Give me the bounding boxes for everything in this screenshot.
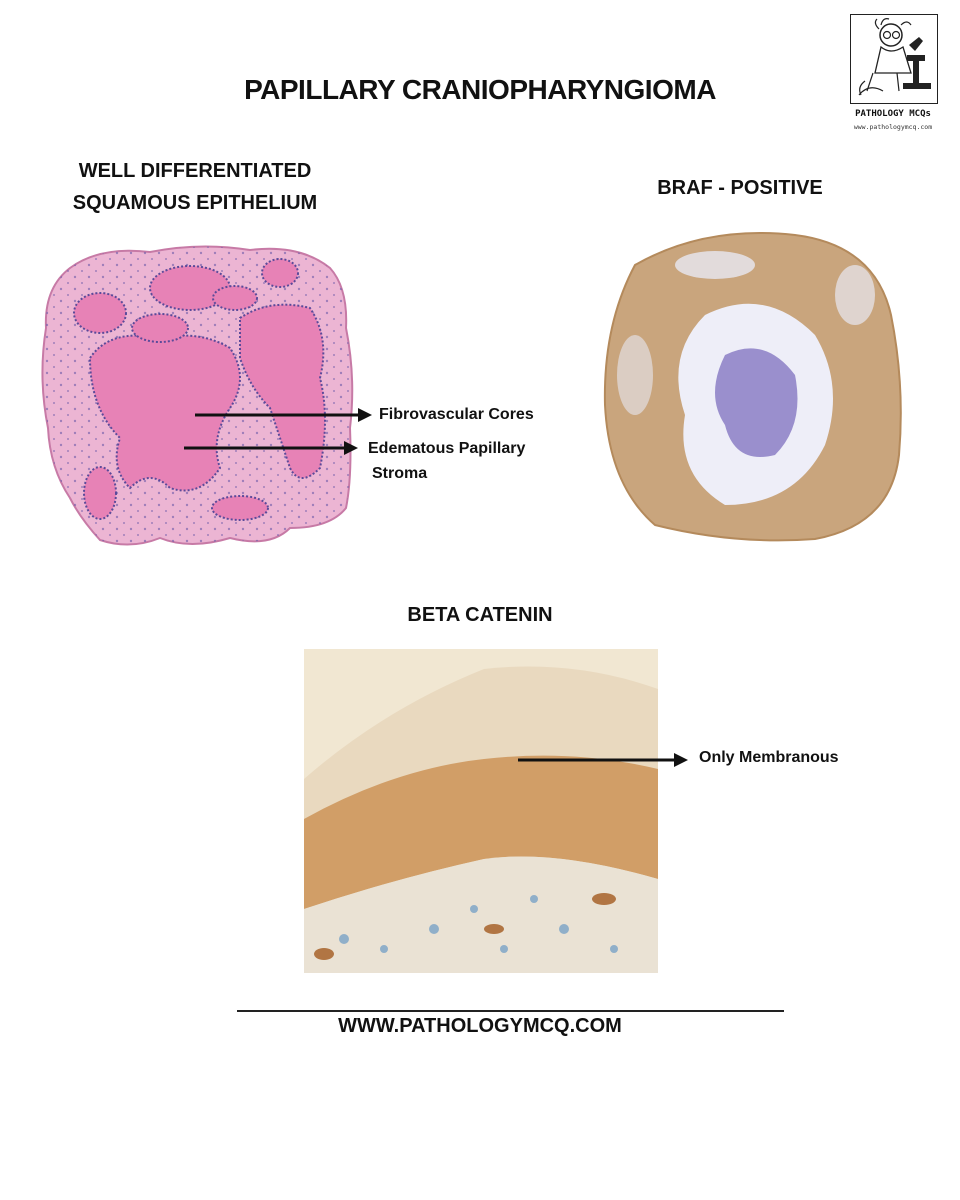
squamous-epithelium-illustration (41, 245, 354, 546)
logo-url: www.pathologymcq.com (853, 123, 933, 131)
label-edematous-line2: Stroma (372, 465, 428, 482)
bottom-heading: BETA CATENIN (407, 604, 553, 626)
page-title: PAPILLARY CRANIOPHARYNGIOMA (244, 74, 716, 105)
right-heading: BRAF - POSITIVE (657, 177, 823, 199)
label-fibrovascular-cores: Fibrovascular Cores (379, 406, 534, 423)
label-edematous-line1: Edematous Papillary (368, 440, 526, 457)
left-arrows (184, 408, 372, 455)
label-only-membranous: Only Membranous (699, 749, 839, 766)
left-heading-line2: SQUAMOUS EPITHELIUM (72, 192, 318, 214)
footer-divider (237, 1010, 784, 1012)
pathology-mcq-logo (850, 14, 938, 104)
logo-name: PATHOLOGY MCQs (855, 109, 931, 119)
footer-url: WWW.PATHOLOGYMCQ.COM (338, 1015, 622, 1037)
scientist-icon (858, 18, 931, 96)
left-heading-line1: WELL DIFFERENTIATED (78, 160, 312, 182)
membranous-arrow (518, 753, 688, 767)
braf-stain-image (603, 232, 902, 542)
beta-catenin-stain-image (304, 649, 658, 973)
